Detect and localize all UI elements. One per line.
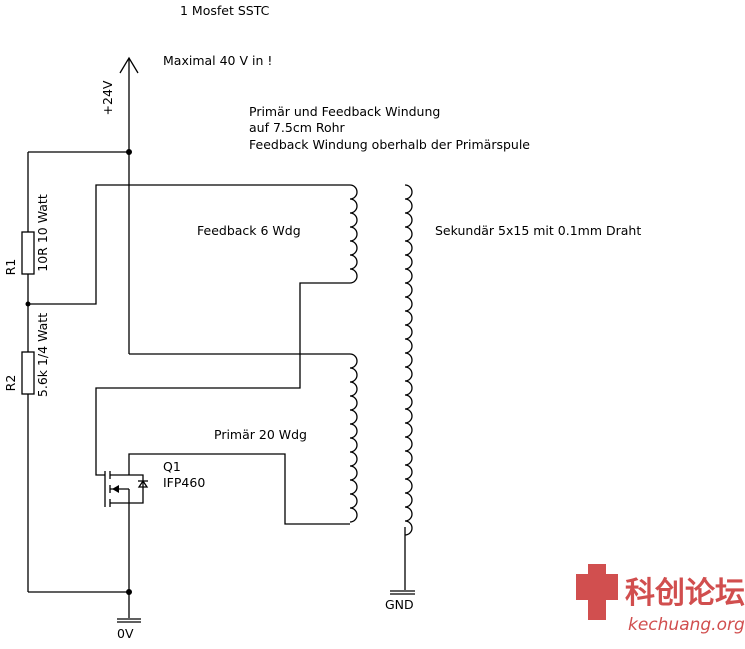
feedback-coil [349,184,358,284]
winding-note-line3: Feedback Windung oberhalb der Primärspul… [249,137,530,152]
secondary-label: Sekundär 5x15 mit 0.1mm Draht [435,223,641,238]
zero-v-label: 0V [117,626,134,641]
r2-ref: R2 [3,375,18,392]
watermark-logo-icon [576,564,618,620]
title: 1 Mosfet SSTC [180,3,270,18]
feedback-label: Feedback 6 Wdg [197,223,301,238]
primary-coil [349,353,358,523]
primary-to-drain-wire [128,453,350,525]
secondary-coil [404,184,413,536]
r1-value: 10R 10 Watt [35,194,50,272]
q1-ref: Q1 [163,459,181,474]
mosfet-q1 [104,471,149,507]
winding-note-line1: Primär und Feedback Windung [249,104,440,119]
watermark-logo: 科创论坛 kechuang.org [576,564,745,635]
ground-zero-v-icon [117,618,141,623]
r2-resistor [21,351,35,395]
supply-junction [126,149,132,155]
watermark-chinese: 科创论坛 [625,576,745,611]
supply-label: +24V [100,80,115,115]
feedback-to-gate-wire [95,282,350,476]
q1-part: IFP460 [163,475,205,490]
r1-resistor [21,231,35,275]
r1-ref: R1 [3,259,18,276]
r1-to-feedback-wire [28,184,350,305]
primary-label: Primär 20 Wdg [214,427,307,442]
gnd-label: GND [385,597,414,612]
r2-value: 5.6k 1/4 Watt [35,313,50,397]
supply-note: Maximal 40 V in ! [163,53,272,68]
gnd-symbol-icon [390,590,415,595]
ground-junction [126,589,132,595]
watermark-site: kechuang.org [628,615,745,635]
winding-note-line2: auf 7.5cm Rohr [249,120,346,135]
